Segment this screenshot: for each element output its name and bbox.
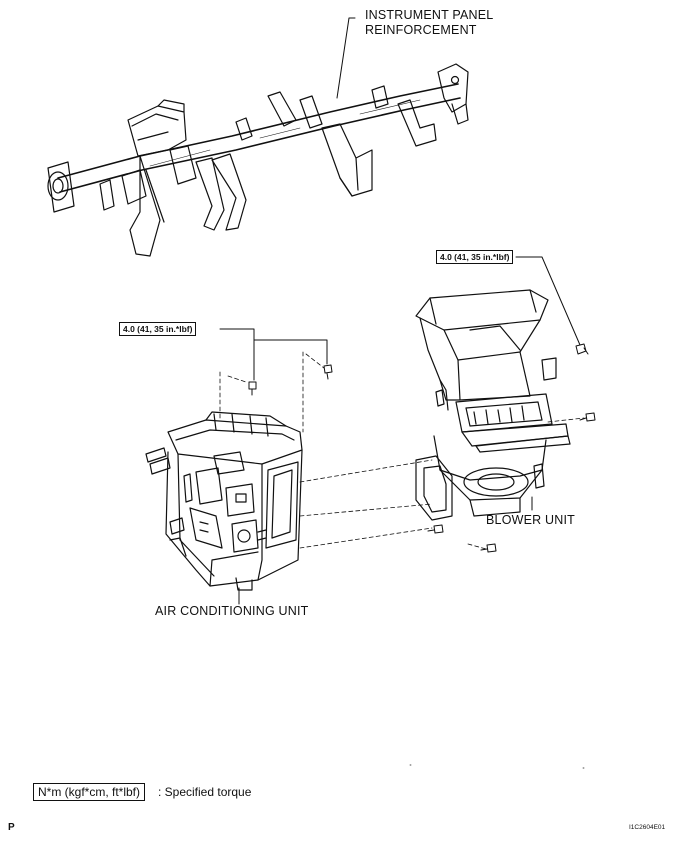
torque-callout-left: 4.0 (41, 35 in.*lbf) — [119, 322, 197, 336]
assembly-dash-lines — [219, 351, 585, 550]
legend-torque-unit-box: N*m (kgf*cm, ft*lbf) — [33, 783, 146, 801]
bolt-icon — [427, 524, 444, 534]
blower-unit — [415, 289, 571, 521]
torque-leaders — [219, 256, 581, 381]
bolt-icon — [575, 343, 589, 355]
bolt-icon — [248, 381, 257, 396]
ip-reinforcement-label-line1: INSTRUMENT PANEL — [365, 8, 494, 22]
air-conditioning-unit-label: AIR CONDITIONING UNIT — [155, 604, 309, 618]
figure-code: I1C2604E01 — [629, 824, 666, 831]
ip-reinforcement-label-line2: REINFORCEMENT — [365, 23, 477, 37]
torque-callout-right: 4.0 (41, 35 in.*lbf) — [436, 250, 514, 264]
bolt-icons — [248, 343, 596, 553]
blower-unit-label: BLOWER UNIT — [486, 513, 576, 527]
instrument-panel-reinforcement — [47, 17, 469, 257]
air-conditioning-unit — [145, 411, 303, 605]
corner-mark: P — [8, 822, 15, 833]
bolt-icon — [323, 364, 333, 380]
legend-description: : Specified torque — [158, 785, 252, 799]
bolt-icon — [579, 412, 596, 422]
bolt-icon — [480, 543, 497, 553]
scan-specks — [409, 764, 585, 769]
